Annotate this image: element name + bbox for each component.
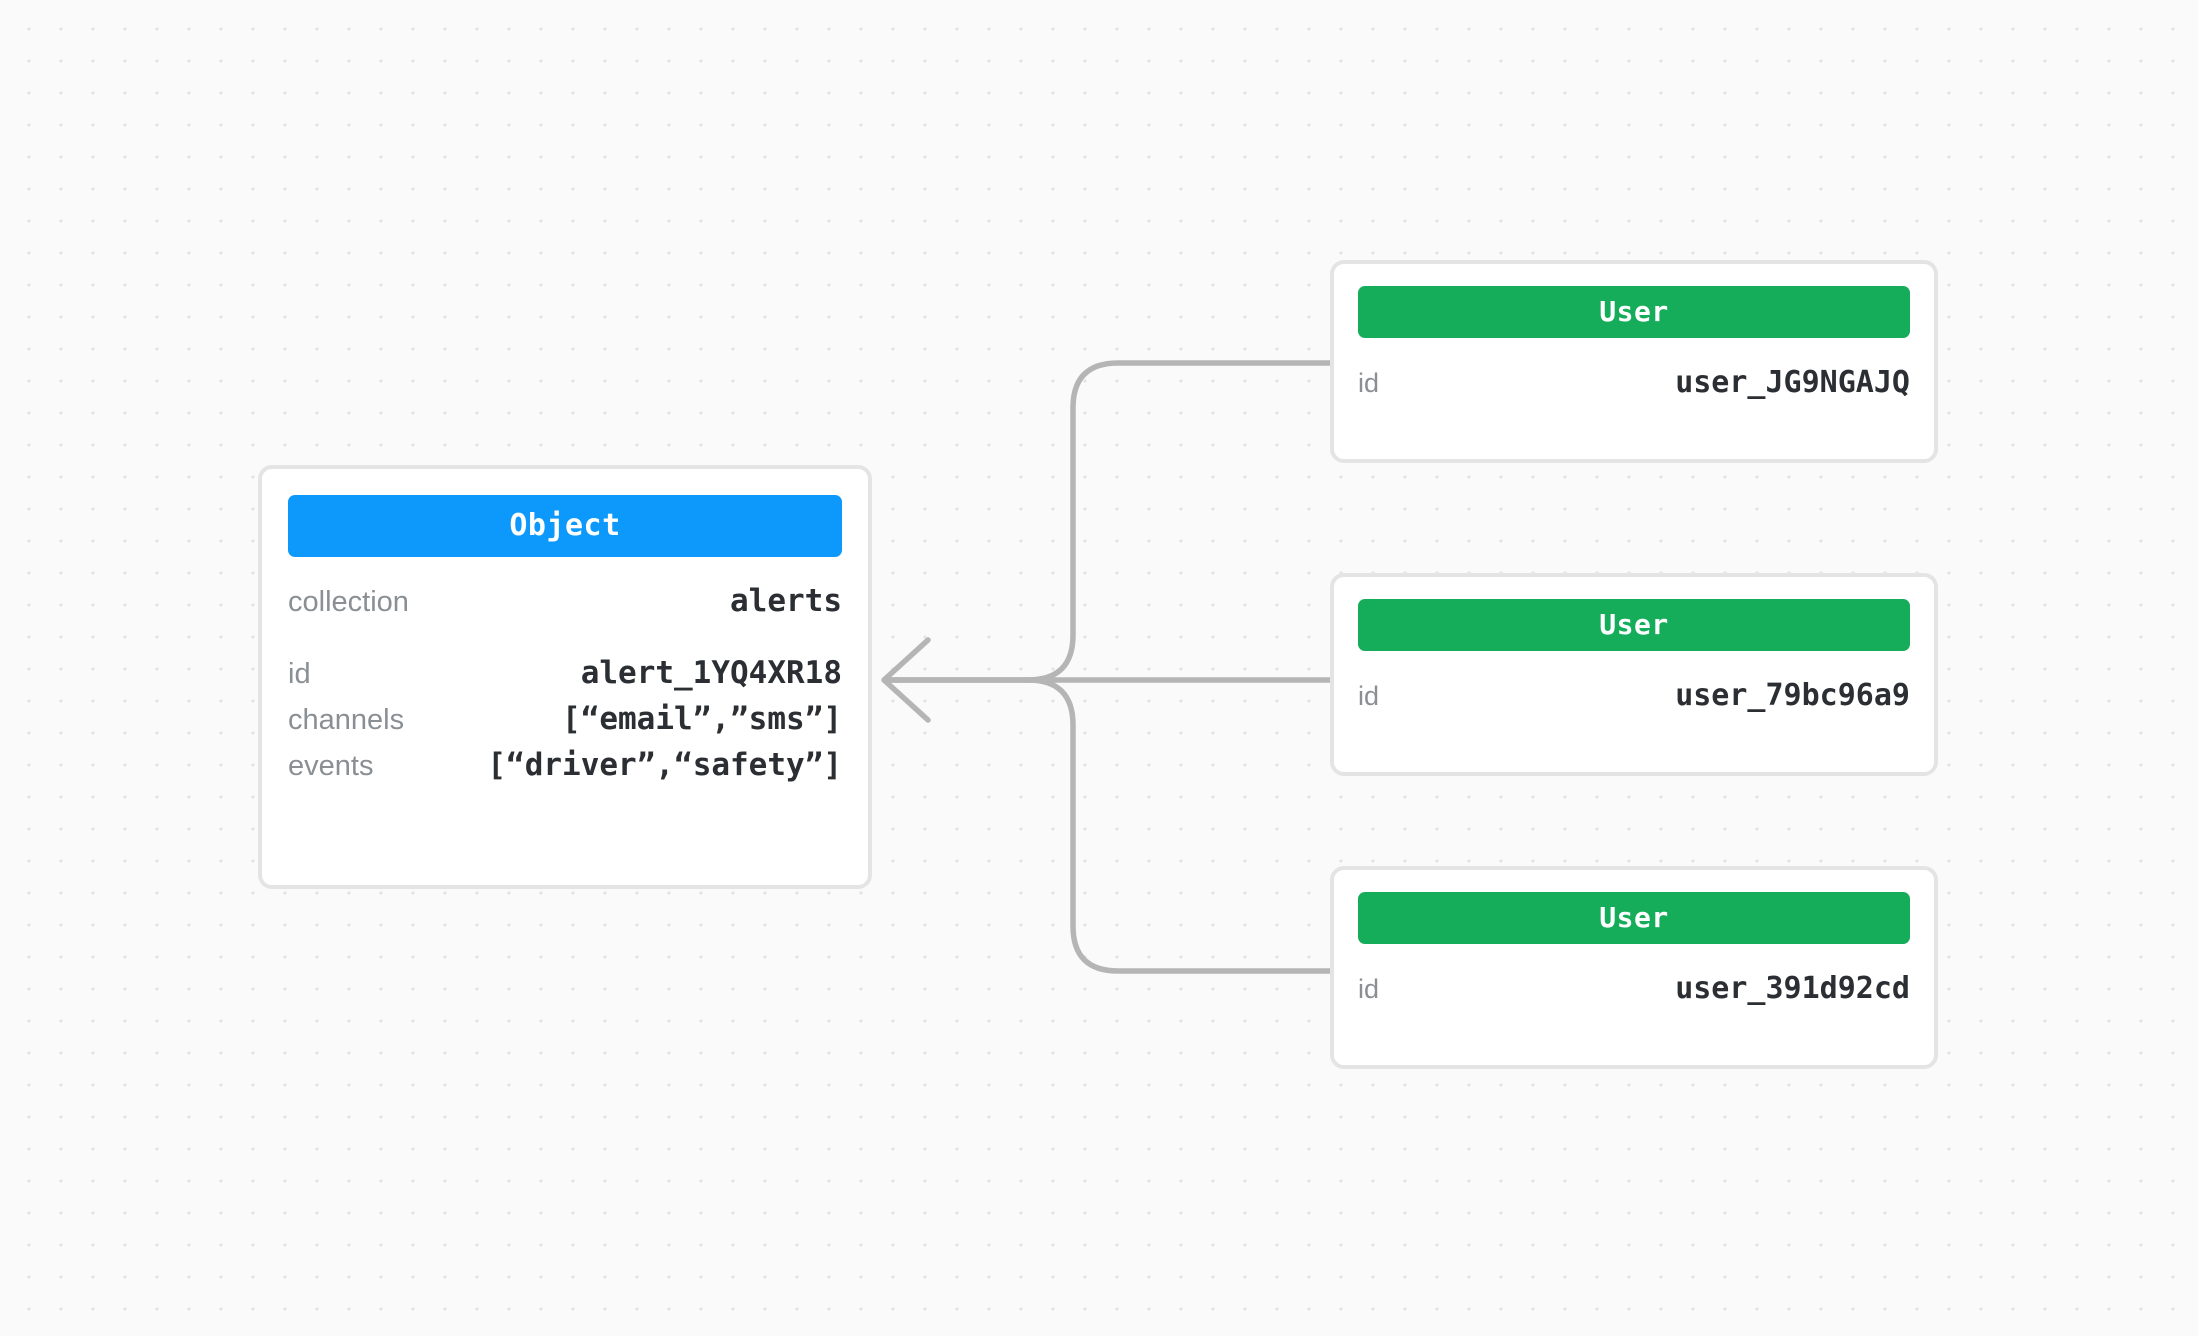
field-value: user_79bc96a9 <box>1675 678 1910 713</box>
node-user-type-label: User <box>1358 286 1910 338</box>
node-object[interactable]: Object collection alerts id alert_1YQ4XR… <box>258 465 872 889</box>
field-value: alerts <box>730 583 842 619</box>
node-user-fields: id user_391d92cd <box>1334 944 1934 1006</box>
node-object-type-label: Object <box>288 495 842 557</box>
field-value: [“email”,”sms”] <box>562 701 842 737</box>
node-user-type-label: User <box>1358 892 1910 944</box>
field-key: id <box>288 658 311 690</box>
node-user-fields: id user_79bc96a9 <box>1334 651 1934 713</box>
node-user-fields: id user_JG9NGAJQ <box>1334 338 1934 400</box>
field-row-collection: collection alerts <box>288 583 842 619</box>
node-user-type-label: User <box>1358 599 1910 651</box>
field-key: channels <box>288 704 405 736</box>
node-object-fields: collection alerts id alert_1YQ4XR18 chan… <box>262 557 868 783</box>
field-group-separator <box>288 629 842 655</box>
field-key: collection <box>288 586 409 618</box>
field-row-id: id user_79bc96a9 <box>1358 678 1910 713</box>
field-value: [“driver”,“safety”] <box>487 747 842 783</box>
edge-user3-to-object <box>883 677 1333 974</box>
field-row-channels: channels [“email”,”sms”] <box>288 701 842 737</box>
field-key: id <box>1358 681 1380 711</box>
field-value: user_JG9NGAJQ <box>1675 365 1910 400</box>
field-value: alert_1YQ4XR18 <box>580 655 842 691</box>
field-row-id: id alert_1YQ4XR18 <box>288 655 842 691</box>
field-value: user_391d92cd <box>1675 971 1910 1006</box>
field-key: id <box>1358 974 1380 1004</box>
field-row-id: id user_JG9NGAJQ <box>1358 365 1910 400</box>
edge-arrowhead <box>881 637 931 723</box>
field-row-events: events [“driver”,“safety”] <box>288 747 842 783</box>
node-user-1[interactable]: User id user_JG9NGAJQ <box>1330 260 1938 463</box>
node-user-2[interactable]: User id user_79bc96a9 <box>1330 573 1938 776</box>
edge-user1-to-object <box>883 360 1333 683</box>
field-row-id: id user_391d92cd <box>1358 971 1910 1006</box>
field-key: id <box>1358 368 1380 398</box>
node-user-3[interactable]: User id user_391d92cd <box>1330 866 1938 1069</box>
field-key: events <box>288 750 374 782</box>
